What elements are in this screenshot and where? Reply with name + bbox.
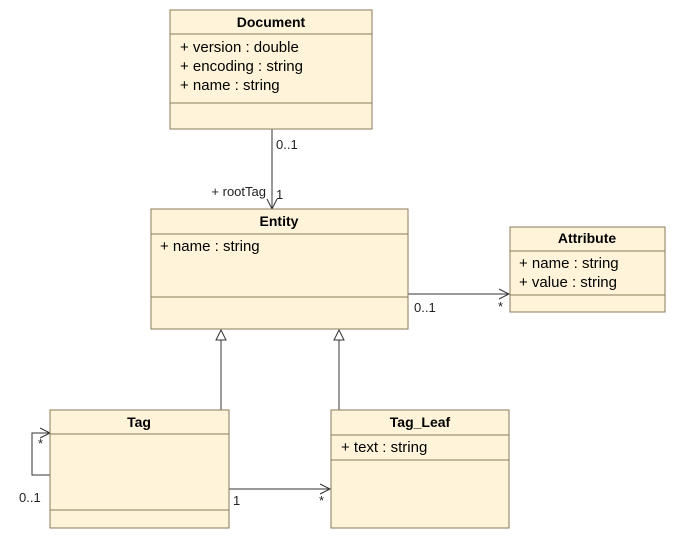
association-document-entity[interactable]: 0..1 + rootTag 1 [211, 129, 298, 211]
association-tag-self[interactable]: * 0..1 [19, 427, 52, 505]
entity-attribute-source-multiplicity: 0..1 [414, 300, 436, 315]
class-tag[interactable]: Tag [49, 409, 230, 529]
class-document[interactable]: Document + version : double + encoding :… [169, 9, 373, 130]
class-document-name: Document [237, 14, 306, 30]
document-entity-role: + rootTag [211, 184, 266, 199]
class-entity[interactable]: Entity + name : string [150, 208, 409, 330]
association-tag-tagleaf[interactable]: 1 * [229, 483, 332, 508]
class-tag-leaf-name: Tag_Leaf [390, 414, 451, 430]
tag-self-source-multiplicity: 0..1 [19, 490, 41, 505]
class-tag-leaf[interactable]: Tag_Leaf + text : string [330, 409, 510, 529]
class-document-attr: + encoding : string [180, 58, 303, 75]
class-attribute[interactable]: Attribute + name : string + value : stri… [509, 226, 666, 313]
class-entity-name: Entity [260, 213, 299, 229]
class-tag-leaf-attr: + text : string [341, 439, 427, 456]
class-entity-attr: + name : string [160, 238, 260, 255]
association-entity-attribute[interactable]: 0..1 * [408, 288, 511, 315]
generalization-tag-entity[interactable] [215, 328, 227, 410]
class-document-attr: + version : double [180, 39, 299, 56]
class-attribute-attr: + value : string [519, 274, 617, 291]
class-tag-name: Tag [127, 414, 151, 430]
generalization-tagleaf-entity[interactable] [333, 328, 345, 410]
class-attribute-attr: + name : string [519, 255, 619, 272]
entity-attribute-target-multiplicity: * [498, 299, 503, 314]
class-document-attr: + name : string [180, 77, 280, 94]
class-attribute-name: Attribute [558, 230, 617, 246]
document-entity-source-multiplicity: 0..1 [276, 137, 298, 152]
tag-tagleaf-source-multiplicity: 1 [233, 493, 240, 508]
document-entity-target-multiplicity: 1 [276, 187, 283, 202]
tag-tagleaf-target-multiplicity: * [319, 493, 324, 508]
tag-self-target-multiplicity: * [38, 436, 43, 451]
